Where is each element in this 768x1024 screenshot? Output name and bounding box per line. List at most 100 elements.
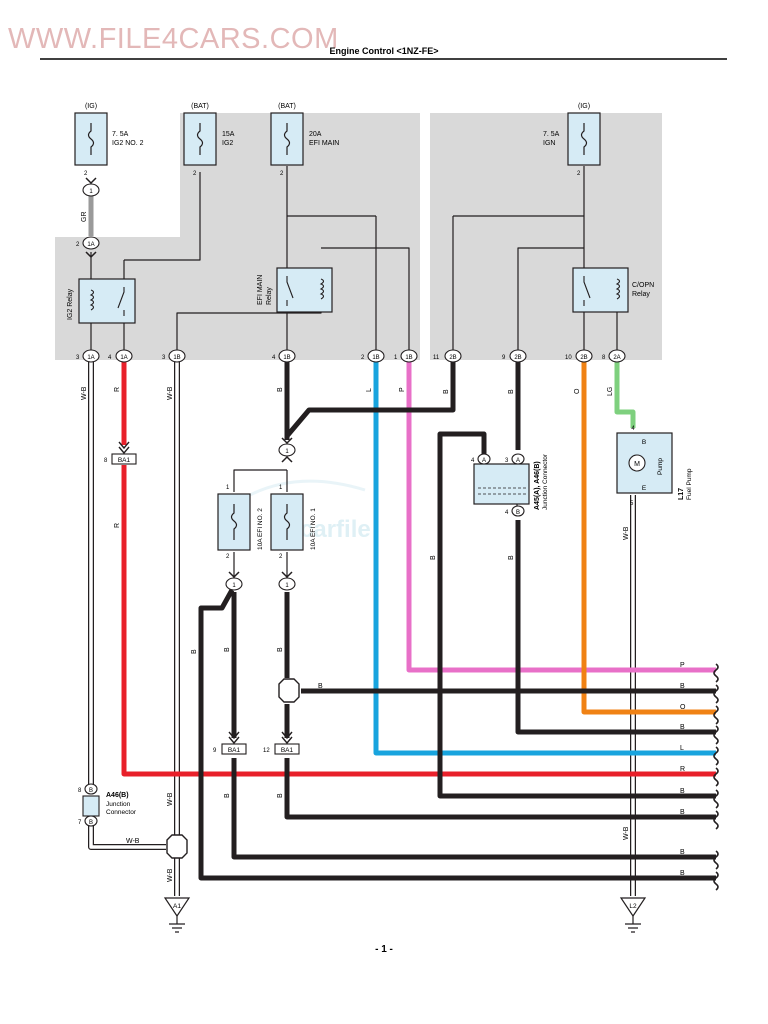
fuse-icon [87,123,95,155]
svg-text:5: 5 [630,501,634,507]
fuse-icon [196,123,204,155]
fuse-source: (IG) [85,103,97,110]
svg-text:3: 3 [162,355,166,361]
connector-1: 1 [82,177,100,197]
wire-label: B [508,389,515,394]
fuse-pin: 2 [193,171,197,177]
connector-pin: 9 [213,748,217,754]
svg-text:B: B [642,439,646,446]
connector-3-1a: 1A3 [76,349,100,363]
relay-ig2: IG2 Relay [67,278,136,324]
svg-text:2: 2 [361,355,365,361]
relay-coil-icon [319,278,325,300]
arrow-icon [281,455,293,463]
junction-subtitle: Junction Connector [542,453,549,510]
connector-1a-top: 1A 2 [76,236,100,259]
fuse-name: 10A EFI NO. 2 [257,508,264,550]
wire-label: R [114,387,121,392]
fuse-source: (BAT) [278,103,296,110]
fuse-icon [283,504,291,540]
svg-text:A: A [482,458,486,464]
svg-text:3: 3 [505,458,509,464]
wire-label: B [443,389,450,394]
svg-text:4: 4 [272,355,276,361]
wire-label: W-B [167,792,174,806]
svg-text:4: 4 [631,426,635,432]
svg-text:10: 10 [565,355,572,361]
fuse-source: (IG) [578,103,590,110]
relay-coil-icon [615,278,621,300]
fuse-pin: 1 [226,485,230,491]
wire-label: W-B [623,526,630,540]
right-wire-label: P [680,662,685,669]
junction-connector-a45: A 4 A 3 B 4 A45(A), A46(B) Junction Conn… [471,453,549,517]
arrow-icon [85,251,97,259]
splice-point [278,678,300,703]
relay-switch-icon [583,276,591,306]
fuse-ign: (IG) 7. 5A IGN 2 [543,103,601,177]
svg-text:8: 8 [78,788,82,794]
wire-label: O [574,388,581,394]
arrow-icon [118,441,130,455]
connector-ba1-9: BA1 9 [213,731,247,755]
wire-label: B [277,387,284,392]
page-title: Engine Control <1NZ-FE> [329,46,438,56]
right-wire-label: O [680,704,686,711]
connector-label: 1A [87,242,94,248]
relay-efi-main: EFI MAIN Relay [257,267,333,313]
connector-2-1b: 1B 2 [361,349,385,363]
svg-text:1: 1 [285,449,289,455]
connector-pin: 2 [76,242,80,248]
fuse-pin: 2 [84,171,88,177]
wire-label-gr: GR [81,212,88,223]
junction-connector-a46: B 8 B 7 A46(B) Junction Connector [78,783,137,827]
connector-ba1-8: BA1 8 [104,441,137,465]
fuel-pump-l17: 4 B M Pump E 5 L17 Fuel Pump [616,426,693,507]
ground-l2: L2 [619,897,647,933]
junction-1-efi1: 1 [278,571,296,591]
fuse-pin: 2 [226,554,230,560]
wire-label: R [114,523,121,528]
relay-block-right [430,113,662,360]
right-wire-label: B [680,849,685,856]
svg-text:8: 8 [602,355,606,361]
fuse-name: IG2 NO. 2 [112,140,144,147]
junction-title: A45(A), A46(B) [534,461,541,510]
svg-text:1: 1 [394,355,398,361]
fuse-ig2: (BAT) 15A IG2 2 [183,103,235,177]
connector-9-2b: 2B9 [502,349,527,363]
relay-switch-icon [117,287,125,316]
fuse-icon [283,123,291,155]
arrow-icon [85,177,97,185]
fuse-rating: 20A [309,131,322,138]
motor-icon [628,454,646,472]
svg-text:A1: A1 [173,903,181,910]
svg-text:11: 11 [433,355,440,361]
wire-label: B [277,793,284,798]
wire-color-labels: W-B R R W-B B L P B B O LG B B B B B B B… [81,386,630,882]
right-wire-labels: P B O B L R B B B B [680,662,686,877]
connector-4-1b: 1B4 [272,349,296,363]
ground-a1: A1 [163,897,191,933]
svg-text:Connector: Connector [106,809,137,816]
fuse-pin: 2 [280,171,284,177]
fuse-pin: 1 [279,485,283,491]
connector-ba1-12: BA1 12 [263,731,300,755]
connector-4-1a: 1A4 [108,349,133,363]
right-wire-label: B [680,683,685,690]
connector-label: BA1 [281,747,294,754]
relay-switch-icon [286,276,294,306]
wire-label: W-B [81,386,88,400]
svg-text:4: 4 [471,458,475,464]
right-wire-label: B [680,724,685,731]
svg-text:1B: 1B [372,355,379,361]
fuse-name: IGN [543,140,555,147]
wire-label: P [399,387,406,392]
fuse-name: IG2 [222,140,233,147]
fuse-efi-main: (BAT) 20A EFI MAIN 2 [270,103,339,177]
relay-label: EFI MAIN [257,275,264,305]
svg-text:9: 9 [502,355,506,361]
